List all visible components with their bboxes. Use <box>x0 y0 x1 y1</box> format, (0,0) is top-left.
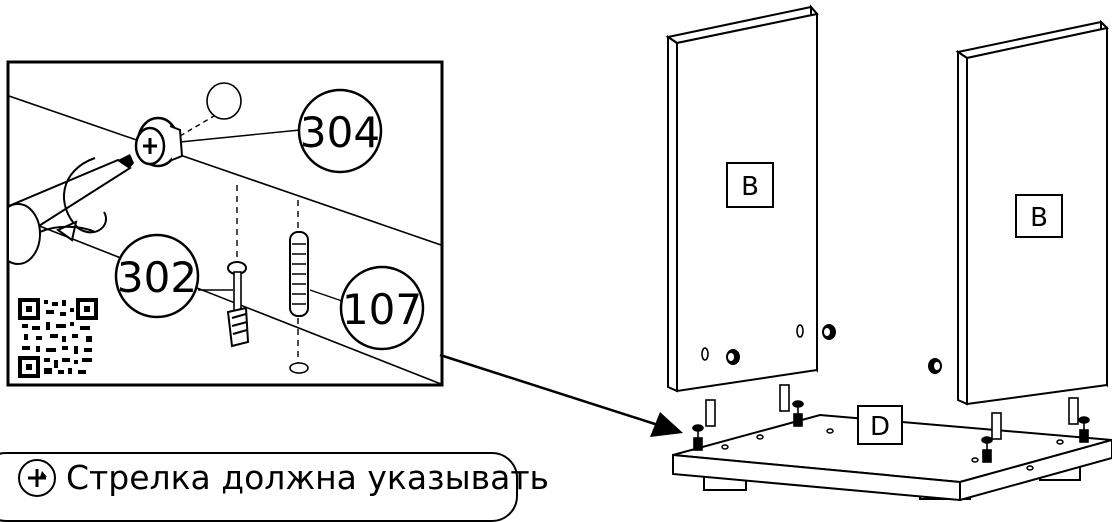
left-panel-label: B <box>741 172 759 202</box>
board-edge-bottom <box>9 213 441 384</box>
cam-lock-arrow-icon <box>18 459 56 497</box>
cam-bolt-icon <box>692 424 704 451</box>
dowel-part <box>289 231 309 317</box>
note-text: Стрелка должна указывать <box>66 458 549 497</box>
cam-lock-icon <box>726 349 740 365</box>
cam-lock-icon <box>822 324 836 340</box>
screwdriver-icon <box>9 154 134 265</box>
detail-inset: 304 302 107 <box>6 60 444 387</box>
base-panel-d: D <box>672 405 1112 501</box>
side-panel-left: B <box>665 4 836 393</box>
callout-107: 107 <box>339 265 425 351</box>
cam-bolt-icon <box>792 400 804 427</box>
right-panel-label: B <box>1030 203 1048 233</box>
callout-304-label: 304 <box>300 108 380 157</box>
cam-bolt-part <box>226 261 250 348</box>
cam-lock-icon <box>928 358 942 374</box>
callout-302: 302 <box>114 233 200 319</box>
side-panel-right: B <box>928 19 1110 406</box>
fasteners <box>692 384 1090 463</box>
assembly-diagram: 304 302 107 D <box>6 4 1112 501</box>
pointer-arrow-icon <box>439 353 683 437</box>
callout-107-label: 107 <box>342 285 422 334</box>
cam-hole <box>206 82 242 120</box>
callout-304: 304 <box>297 88 383 174</box>
base-panel-label: D <box>870 412 890 442</box>
board-edge-top <box>9 95 441 246</box>
cam-bolt-icon <box>981 436 993 463</box>
dowel-hole <box>289 362 309 374</box>
qr-code-icon <box>18 298 98 378</box>
callout-302-label: 302 <box>117 253 197 302</box>
cam-bolt-icon <box>1078 416 1090 443</box>
cam-lock-part <box>134 116 184 168</box>
note-bar: Стрелка должна указывать <box>0 452 549 522</box>
